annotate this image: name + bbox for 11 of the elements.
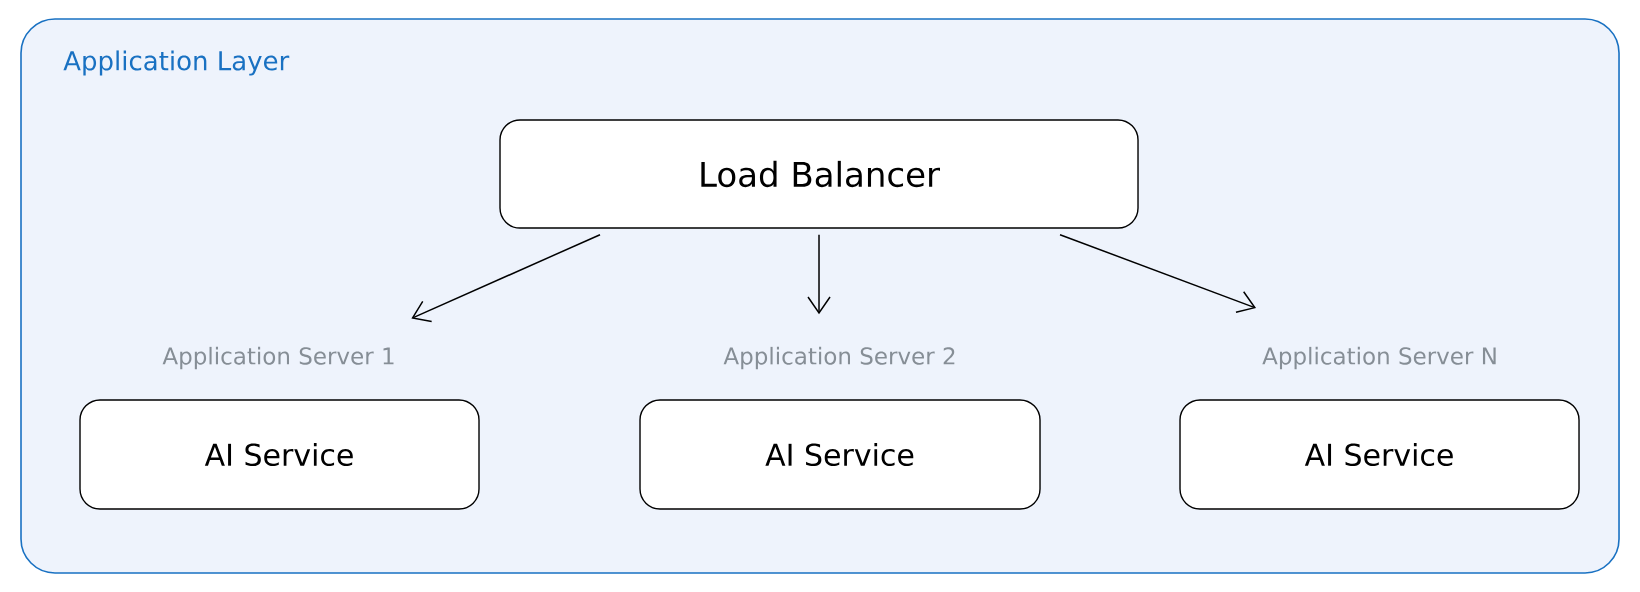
arrow: [411, 233, 601, 323]
server-label: Application Server 1: [162, 346, 394, 370]
server-label: Application Server N: [1262, 346, 1496, 370]
service-box: AI Service: [1179, 399, 1580, 510]
arrow: [1059, 233, 1257, 314]
load-balancer-box: Load Balancer: [499, 119, 1139, 229]
arrow: [807, 233, 831, 315]
server-label: Application Server 2: [723, 346, 955, 370]
service-box: AI Service: [79, 399, 480, 510]
service-box: AI Service: [639, 399, 1041, 510]
layer-title: Application Layer: [63, 50, 290, 76]
